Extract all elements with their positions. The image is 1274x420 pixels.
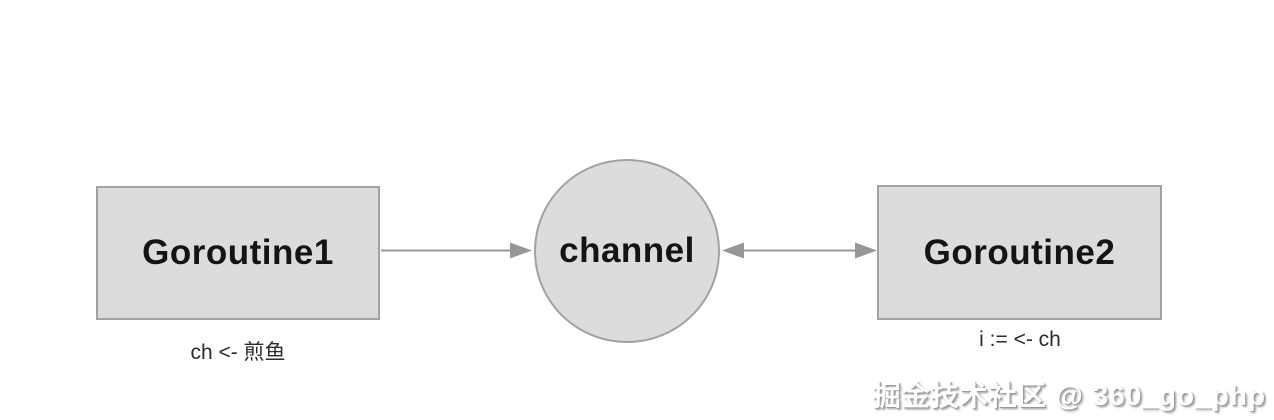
channel-node: channel [534, 159, 720, 343]
channel-label: channel [559, 231, 695, 270]
goroutine1-code-caption: ch <- 煎鱼 [190, 341, 286, 364]
goroutine1-label: Goroutine1 [142, 233, 334, 272]
watermark-text: 掘金技术社区 @ 360_go_php [872, 380, 1266, 411]
arrow-goroutine1-to-channel-icon [381, 242, 532, 259]
goroutine1-node: Goroutine1 [96, 186, 380, 320]
goroutine2-label: Goroutine2 [923, 232, 1116, 272]
arrow-channel-goroutine2-bidirectional-icon [722, 242, 877, 259]
goroutine2-code-caption: i := <- ch [979, 328, 1061, 351]
goroutine2-node: Goroutine2 [877, 185, 1162, 320]
